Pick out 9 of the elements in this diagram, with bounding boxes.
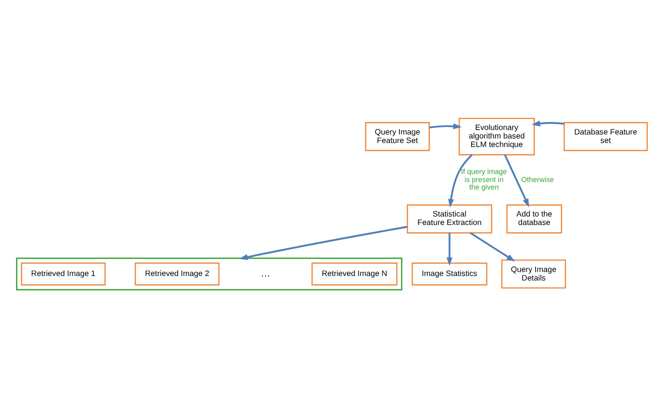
arrow <box>446 232 452 266</box>
arrow <box>504 154 530 207</box>
arrow <box>532 120 564 126</box>
arrow <box>429 122 462 129</box>
arrow <box>239 225 408 260</box>
label: … <box>260 268 270 279</box>
cluster <box>16 257 402 290</box>
arrow <box>448 154 473 208</box>
arrow <box>470 232 516 262</box>
